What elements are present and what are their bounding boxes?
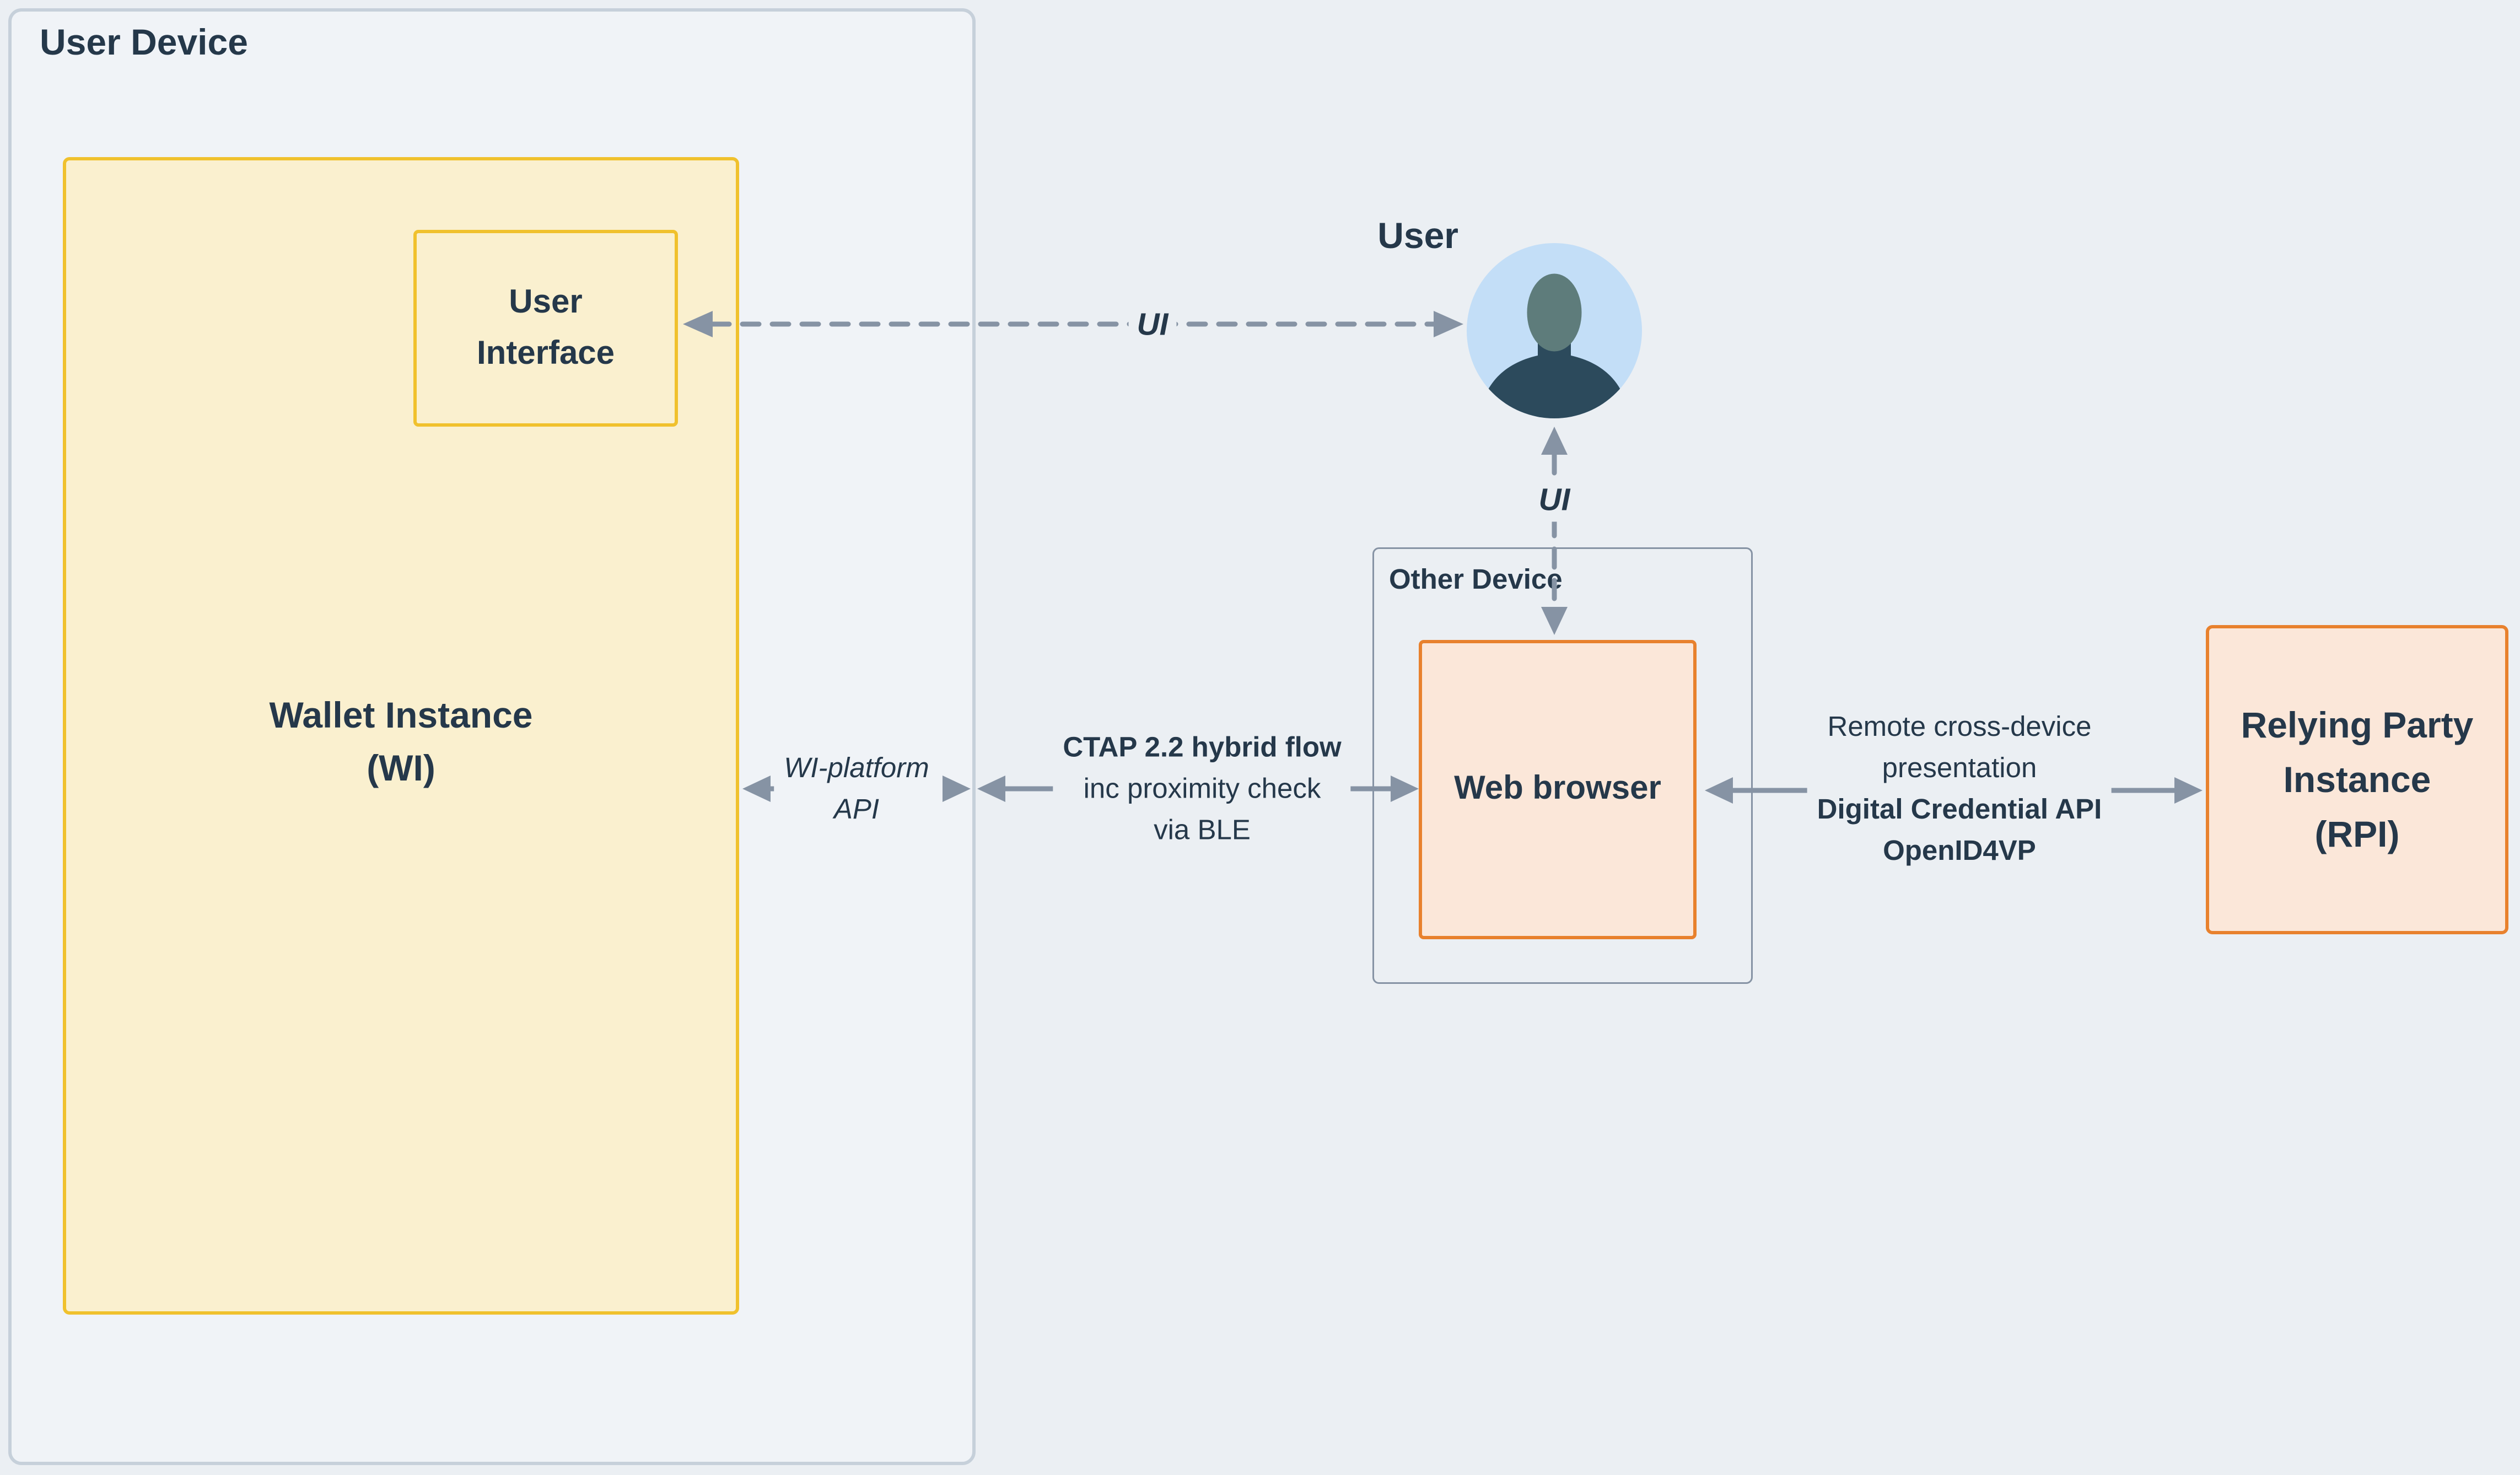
other-device-title: Other Device <box>1389 564 1563 595</box>
ui-vertical-arrow-label: UI <box>1530 480 1579 522</box>
wi-platform-api-arrow-label: WI-platform API <box>774 747 939 830</box>
ctap-arrow-label: CTAP 2.2 hybrid flow inc proximity check… <box>1053 726 1351 851</box>
relying-party-instance-box: Relying Party Instance (RPI) <box>2206 625 2508 934</box>
user-interface-label: User Interface <box>476 283 615 372</box>
user-interface-box: User Interface <box>413 230 678 427</box>
user-device-title: User Device <box>40 21 248 63</box>
web-browser-box: Web browser <box>1419 640 1697 939</box>
user-avatar-icon <box>1467 243 1642 418</box>
other-device-box: Other Device <box>1372 547 1753 984</box>
wallet-instance-label: Wallet Instance (WI) <box>269 695 533 789</box>
user-title: User <box>1377 215 1458 256</box>
relying-party-instance-label: Relying Party Instance (RPI) <box>2241 704 2474 855</box>
web-browser-label: Web browser <box>1454 771 1661 807</box>
remote-presentation-arrow-label: Remote cross-device presentation Digital… <box>1807 706 2112 871</box>
ui-horizontal-arrow-label: UI <box>1128 305 1177 347</box>
